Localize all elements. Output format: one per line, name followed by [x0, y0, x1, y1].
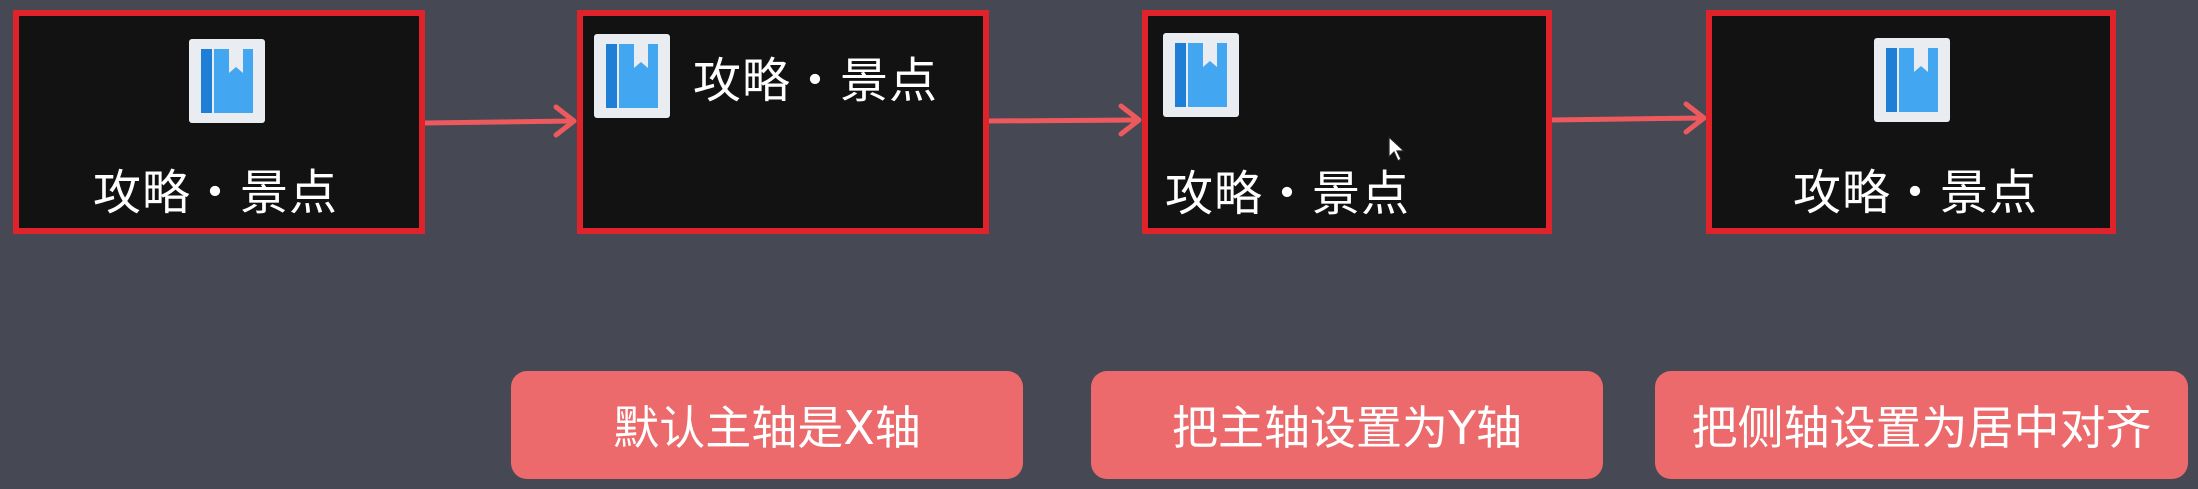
- panel-3: 攻略・景点: [1142, 10, 1552, 234]
- panel-1: 攻略・景点: [13, 10, 425, 234]
- caption-main-axis-y: 把主轴设置为Y轴: [1091, 371, 1603, 479]
- panel-label: 攻略・景点: [93, 165, 339, 221]
- book-icon: [1163, 33, 1239, 117]
- panel-label: 攻略・景点: [1165, 166, 1411, 222]
- book-icon: [1874, 38, 1950, 122]
- arrow-1-to-2: [421, 104, 577, 138]
- book-icon: [189, 39, 265, 123]
- caption-default-main-axis: 默认主轴是X轴: [511, 371, 1023, 479]
- arrow-3-to-4: [1548, 101, 1707, 135]
- panel-2: 攻略・景点: [577, 10, 989, 234]
- arrow-2-to-3: [985, 103, 1142, 137]
- panel-label: 攻略・景点: [693, 53, 939, 109]
- mouse-cursor-icon: [1388, 136, 1406, 162]
- panel-label: 攻略・景点: [1793, 165, 2039, 221]
- caption-cross-axis-center: 把侧轴设置为居中对齐: [1655, 371, 2188, 479]
- book-icon: [594, 34, 670, 118]
- panel-4: 攻略・景点: [1706, 10, 2116, 234]
